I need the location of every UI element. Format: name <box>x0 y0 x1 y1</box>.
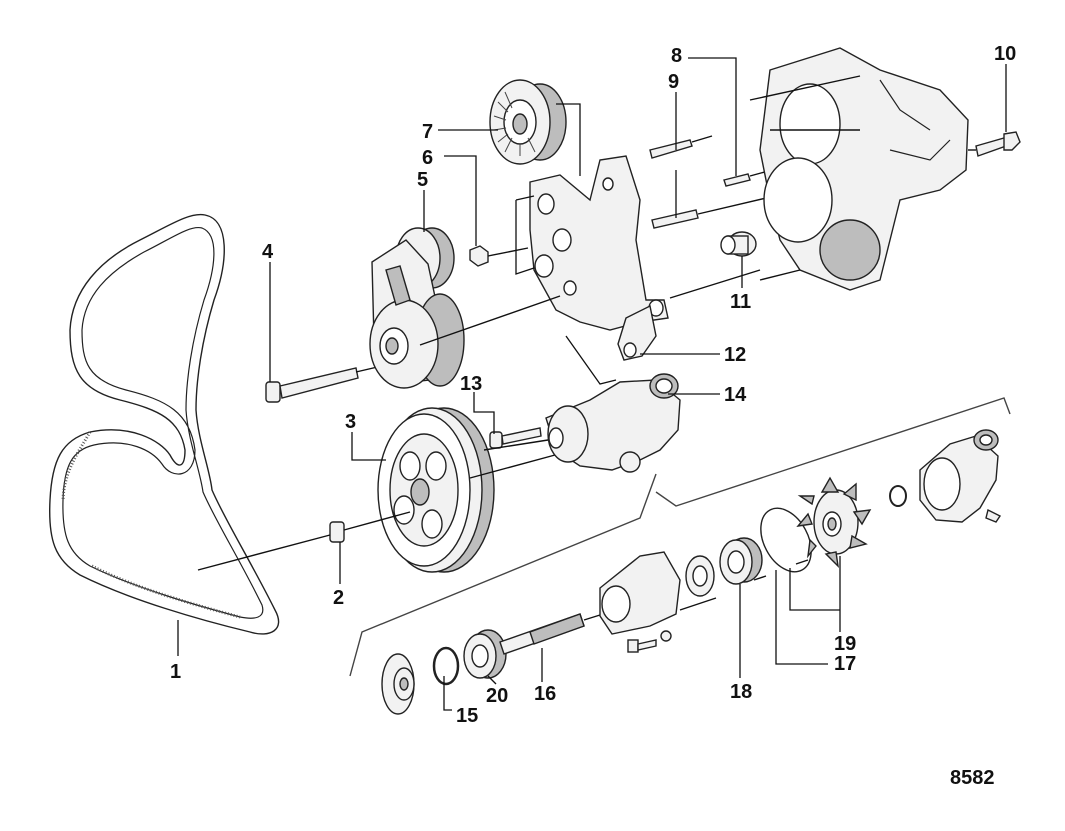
callout-5: 5 <box>417 169 428 191</box>
impeller-o-ring <box>889 485 907 507</box>
cover-bolt <box>968 131 1021 157</box>
pump-o-ring <box>432 646 460 686</box>
engine-front-cover <box>749 47 969 291</box>
callout-7: 7 <box>422 121 433 143</box>
callout-4: 4 <box>262 241 274 263</box>
figure-number: 8582 <box>950 767 995 789</box>
cover-gasket <box>760 507 812 573</box>
mounting-bracket <box>419 155 761 346</box>
callout-15: 15 <box>456 705 478 727</box>
impeller-housing <box>919 429 1002 523</box>
leader-lines <box>177 57 1007 711</box>
callout-labels: 1 2 3 4 5 6 7 8 9 10 11 12 13 14 15 16 1… <box>170 43 1016 727</box>
callout-19: 19 <box>834 633 856 655</box>
callout-16: 16 <box>534 683 556 705</box>
callout-12: 12 <box>724 344 746 366</box>
spacer-sleeve <box>720 231 757 257</box>
callout-6: 6 <box>422 147 433 169</box>
raw-water-pump <box>483 373 681 473</box>
bracket-link <box>617 304 657 361</box>
belt-tensioner <box>369 227 465 389</box>
callout-3: 3 <box>345 411 356 433</box>
impeller <box>796 476 872 568</box>
pump-shaft <box>499 609 617 655</box>
callout-20: 20 <box>486 685 508 707</box>
callout-18: 18 <box>730 681 752 703</box>
oil-seal <box>719 537 763 585</box>
pulley-bolt <box>197 511 411 571</box>
callout-2: 2 <box>333 587 344 609</box>
pump-end-cap <box>381 653 415 715</box>
callout-17: 17 <box>834 653 856 675</box>
callout-10: 10 <box>994 43 1016 65</box>
seal-bearing <box>685 555 715 597</box>
callout-8: 8 <box>671 45 682 67</box>
callout-9: 9 <box>668 71 679 93</box>
crank-pulley <box>377 407 556 573</box>
callout-13: 13 <box>460 373 482 395</box>
callout-1: 1 <box>170 661 181 683</box>
callout-11: 11 <box>730 291 751 313</box>
stud-upper <box>649 135 713 159</box>
idler-pulley <box>489 79 567 165</box>
pump-body <box>599 551 717 653</box>
callout-14: 14 <box>724 384 747 406</box>
tensioner-bolt <box>265 364 387 403</box>
drive-belt <box>48 213 280 635</box>
shaft-bearing <box>463 629 507 679</box>
tensioner-nut <box>469 245 529 267</box>
